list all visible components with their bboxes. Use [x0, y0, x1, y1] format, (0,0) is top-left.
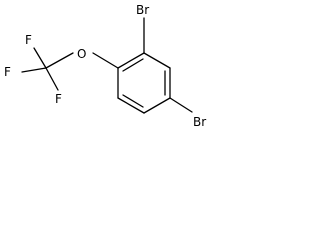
bond-c-f-left	[21, 67, 47, 73]
bond-c-br-right	[169, 97, 193, 113]
ring-bond-5	[117, 97, 145, 114]
atom-f-bottom: F	[55, 92, 62, 106]
structure-svg: Br Br O F F F	[4, 3, 206, 129]
atom-f-top: F	[25, 33, 32, 47]
atom-o: O	[77, 47, 86, 61]
atom-br-top: Br	[136, 3, 149, 17]
atom-br-right: Br	[193, 115, 206, 129]
benzene-ring	[117, 52, 171, 114]
ring-bond-2	[143, 52, 171, 69]
bond-c-o	[92, 52, 119, 69]
atom-f-left: F	[4, 65, 11, 79]
bond-o-c	[45, 52, 74, 69]
ring-double-bond-inner-3	[122, 94, 144, 108]
ring-bond-4	[143, 97, 171, 114]
ring-double-bond-inner-1	[122, 58, 144, 72]
bond-c-f-bottom	[45, 67, 59, 91]
bond-c-f-top	[33, 47, 47, 69]
molecule-diagram: Br Br O F F F	[0, 0, 227, 136]
ring-bond-1	[117, 52, 145, 69]
